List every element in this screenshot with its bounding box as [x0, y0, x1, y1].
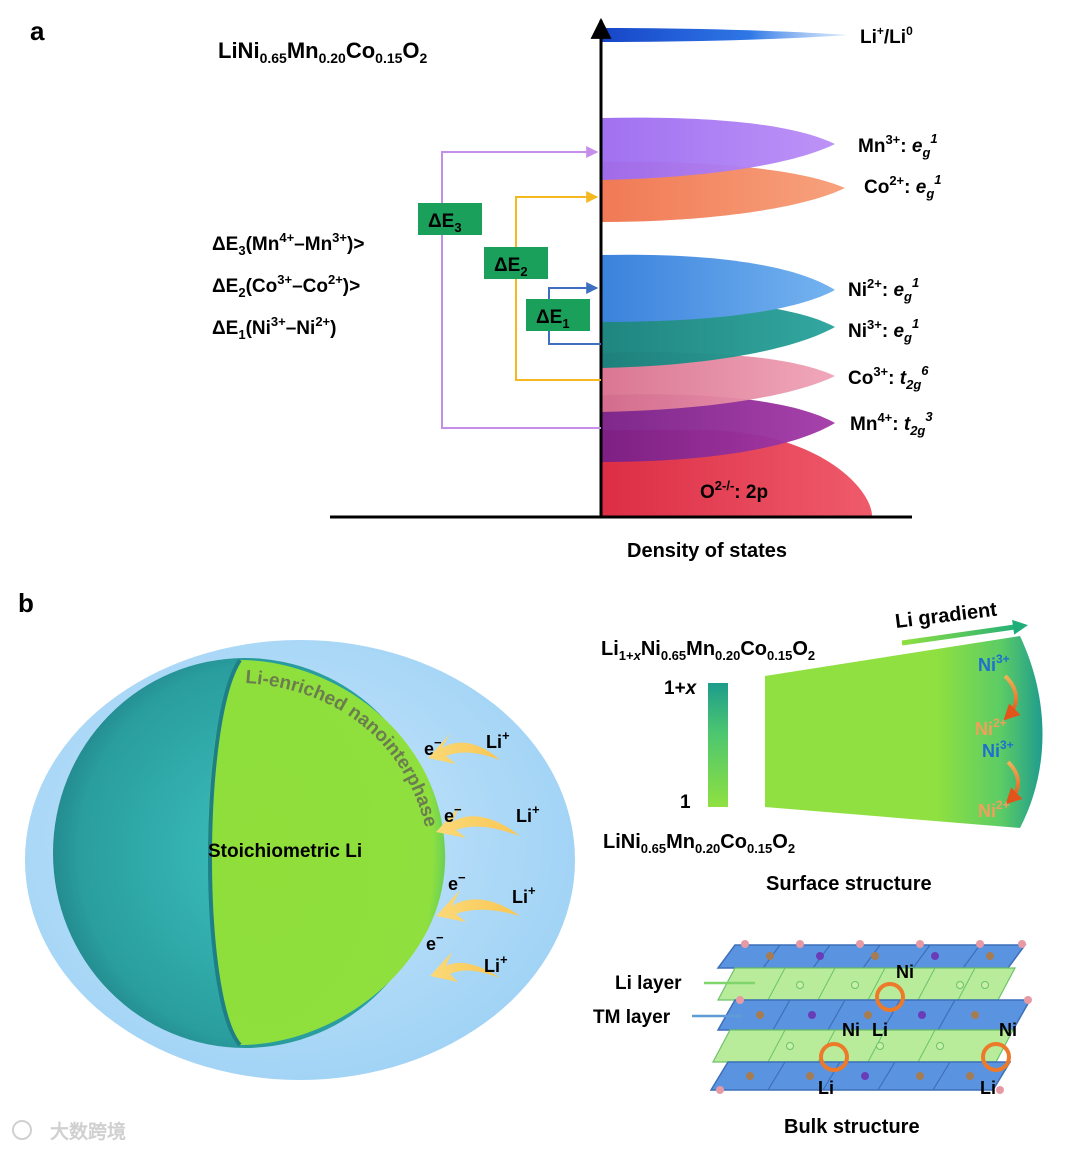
electron-label-4: e− — [426, 930, 444, 954]
energy-order-line-3: ΔE1(Ni3+–Ni2+) — [212, 314, 336, 342]
bulk-ni-2: Ni — [842, 1020, 860, 1040]
label-ni2: Ni2+: eg1 — [848, 275, 919, 304]
yellow-arrow-2 — [436, 806, 520, 838]
li-layer-top — [717, 967, 1016, 1001]
de3-box — [418, 203, 482, 235]
de1-label: ΔE1 — [536, 307, 570, 331]
li-ion-label-2: Li+ — [516, 802, 540, 826]
sphere-cut-face — [208, 660, 446, 1045]
bulk-structure-title: Bulk structure — [784, 1116, 920, 1138]
de1-box — [526, 299, 590, 331]
panel-a-label: a — [30, 16, 45, 46]
li-layer-bottom — [712, 1029, 1014, 1063]
li-ion-label-1: Li+ — [486, 728, 510, 752]
bulk-li-1: Li — [872, 1020, 888, 1040]
exchange-loop-2 — [819, 1042, 849, 1072]
band-li — [602, 28, 848, 42]
bulk-atoms — [716, 940, 1032, 1094]
li-ion-label-3: Li+ — [512, 883, 536, 907]
bracket-de2 — [515, 191, 601, 381]
bulk-ion-labels: Ni Li Ni Li Ni Li — [818, 962, 1017, 1098]
bulk-li-2: Li — [818, 1078, 834, 1098]
band-co3 — [602, 352, 835, 412]
watermark-logo — [12, 1120, 32, 1140]
ni3-upper: Ni3+ — [978, 652, 1010, 675]
exchange-loop-1 — [875, 982, 905, 1012]
energy-order-line-2: ΔE2(Co3+–Co2+)> — [212, 272, 360, 300]
label-co3: Co3+: t2g6 — [848, 363, 929, 392]
li-content-scale — [708, 683, 728, 807]
yellow-arrow-1 — [428, 734, 500, 764]
electron-label-1: e− — [424, 735, 442, 759]
energy-order: ΔE3(Mn4+–Mn3+)> ΔE2(Co3+–Co2+)> ΔE1(Ni3+… — [212, 230, 364, 342]
scale-top-label: 1+x — [664, 678, 698, 699]
label-mn4: Mn4+: t2g3 — [850, 409, 933, 438]
ni2-lower: Ni2+ — [978, 798, 1010, 821]
surface-slab — [765, 636, 1043, 828]
band-mn3 — [602, 117, 835, 180]
electron-li-labels: e− e− e− e− Li+ Li+ Li+ Li+ — [424, 728, 540, 976]
reduction-arrow-lower — [1005, 760, 1023, 805]
band-mn4 — [602, 394, 835, 462]
label-co2: Co2+: eg1 — [864, 172, 942, 201]
yellow-arrow-3 — [436, 890, 520, 922]
electron-label-2: e− — [444, 802, 462, 826]
label-mn3: Mn3+: eg1 — [858, 131, 938, 160]
li-insertion-arrows — [428, 734, 520, 982]
li-ion-label-4: Li+ — [484, 952, 508, 976]
de2-box — [484, 247, 548, 279]
sphere-cut-rim — [208, 658, 242, 1047]
bulk-structure: Ni Li Ni Li Ni Li Li layer TM layer Bulk… — [593, 940, 1032, 1138]
li-layer-label: Li layer — [615, 973, 682, 994]
de3-label: ΔE3 — [428, 211, 462, 235]
band-labels: Li+/Li0 Mn3+: eg1 Co2+: eg1 Ni2+: eg1 Ni… — [700, 24, 942, 503]
dos-bands — [602, 28, 872, 516]
bulk-li-3: Li — [980, 1078, 996, 1098]
label-o2: O2-/-: 2p — [700, 478, 768, 503]
label-li: Li+/Li0 — [860, 24, 913, 48]
surface-bottom-formula: LiNi0.65Mn0.20Co0.15O2 — [603, 831, 795, 856]
label-ni3: Ni3+: eg1 — [848, 316, 919, 345]
bulk-ni-1: Ni — [896, 962, 914, 982]
gradient-label: Li gradient — [894, 599, 998, 633]
electron-label-3: e− — [448, 870, 466, 894]
reduction-arrow-upper — [1003, 674, 1021, 721]
surface-top-formula: Li1+xNi0.65Mn0.20Co0.15O2 — [601, 638, 815, 663]
dos-axis-label: Density of states — [627, 540, 787, 562]
tm-layer-bottom — [709, 1061, 1012, 1091]
gap-brackets — [441, 146, 601, 429]
exchange-loops — [819, 982, 1011, 1072]
de2-label: ΔE2 — [494, 255, 528, 279]
scale-bottom-label: 1 — [680, 792, 691, 813]
panel-b-label: b — [18, 588, 34, 618]
exchange-loop-3 — [981, 1042, 1011, 1072]
bulk-ni-3: Ni — [999, 1020, 1017, 1040]
gradient-arrow — [901, 619, 1028, 646]
yellow-arrow-4 — [430, 952, 500, 982]
bracket-de3 — [441, 146, 601, 429]
watermark: 大数跨境 — [12, 1120, 126, 1143]
ni2-upper: Ni2+ — [975, 716, 1007, 739]
particle-sphere: Stoichiometric Li Li-enriched nanointerp… — [25, 640, 575, 1080]
energy-order-line-1: ΔE3(Mn4+–Mn3+)> — [212, 230, 364, 258]
panel-a-formula: LiNi0.65Mn0.20Co0.15O2 — [218, 38, 428, 66]
surface-structure: Li1+xNi0.65Mn0.20Co0.15O2 1+x 1 Li gradi… — [601, 599, 1043, 895]
tm-layer-label: TM layer — [593, 1007, 671, 1028]
gap-labels: ΔE3 ΔE2 ΔE1 — [418, 203, 590, 331]
ni3-lower: Ni3+ — [982, 738, 1014, 761]
watermark-text: 大数跨境 — [50, 1120, 126, 1143]
surface-structure-title: Surface structure — [766, 873, 932, 895]
band-ni2 — [602, 254, 835, 322]
core-label: Stoichiometric Li — [208, 841, 362, 862]
